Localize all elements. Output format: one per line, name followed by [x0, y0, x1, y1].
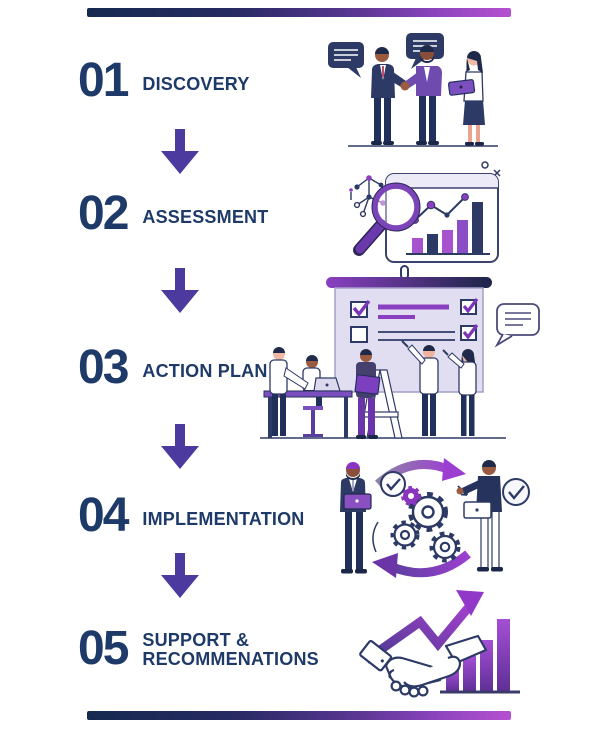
desk	[263, 390, 353, 438]
gear-icon	[390, 520, 420, 550]
person-figure	[401, 340, 439, 436]
step-label: IMPLEMENTATION	[142, 509, 305, 529]
step-number: 01	[78, 54, 129, 107]
bottom-gradient-bar	[87, 711, 511, 720]
discovery-illustration	[328, 33, 498, 147]
person-figure	[269, 347, 309, 436]
speech-bubble-icon	[494, 303, 540, 348]
person-figure	[447, 51, 485, 146]
assessment-illustration	[349, 161, 501, 263]
person-figure	[442, 349, 477, 436]
person-figure	[400, 45, 442, 145]
step-label: DISCOVERY	[142, 74, 250, 94]
person-figure	[354, 349, 381, 439]
bar-chart-icon	[406, 202, 490, 255]
handshake-hands	[400, 81, 410, 91]
action-plan-illustration	[260, 265, 540, 439]
handshake-icon	[359, 634, 488, 698]
step-label: ACTION PLAN	[142, 361, 268, 381]
check-circle-icon	[502, 478, 530, 506]
magnifier-icon	[353, 182, 421, 256]
small-arrow-icon	[372, 521, 379, 553]
down-arrow-icon	[161, 129, 199, 174]
gear-icon	[429, 531, 461, 563]
checkbox-empty-icon	[350, 326, 368, 343]
check-circle-icon	[380, 471, 406, 497]
person-figure	[456, 460, 503, 572]
top-gradient-bar	[87, 8, 511, 17]
step-row-assessment: 02 ASSESSMENT	[78, 190, 268, 238]
down-arrow-icon	[161, 553, 199, 598]
support-illustration	[359, 590, 520, 698]
implementation-illustration	[340, 458, 530, 578]
step-row-support: 05 SUPPORT & RECOMMENATIONS	[78, 625, 319, 673]
step-number: 05	[78, 622, 129, 675]
step-row-discovery: 01 DISCOVERY	[78, 57, 250, 105]
step-label: SUPPORT & RECOMMENATIONS	[142, 630, 319, 669]
growth-arrow-icon	[363, 590, 484, 664]
step-number: 02	[78, 187, 129, 240]
speech-bubble-icon	[328, 42, 364, 78]
gear-icon	[408, 492, 448, 532]
down-arrow-icon	[161, 424, 199, 469]
down-arrow-icon	[161, 268, 199, 313]
person-figure	[371, 47, 409, 145]
step-row-action-plan: 03 ACTION PLAN	[78, 344, 268, 392]
checkbox-checked-icon	[460, 324, 479, 341]
checkbox-checked-icon	[350, 299, 371, 318]
step-row-implementation: 04 IMPLEMENTATION	[78, 492, 305, 540]
person-figure	[340, 462, 372, 574]
step-number: 04	[78, 489, 129, 542]
step-number: 03	[78, 341, 129, 394]
checkbox-checked-icon	[460, 298, 479, 315]
step-label: ASSESSMENT	[142, 207, 269, 227]
laptop-icon	[313, 377, 341, 392]
gear-icon	[401, 486, 421, 506]
